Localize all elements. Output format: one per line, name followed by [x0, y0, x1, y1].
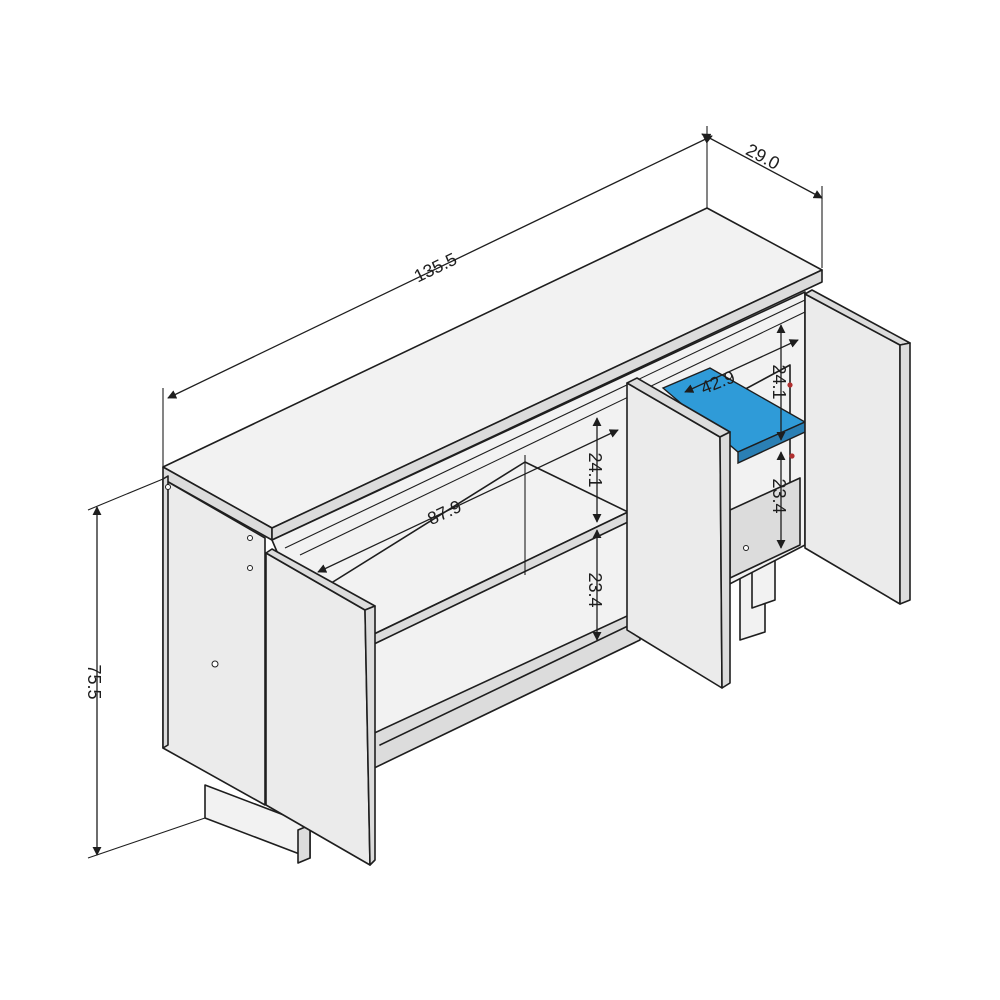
shelf-pin	[789, 453, 795, 459]
hinge-hole	[211, 660, 219, 668]
left-compartment-dimensions: 87.9 24.1 23.4	[317, 417, 619, 641]
right-lower-height-label: 23.4	[769, 478, 789, 513]
hinge-hole	[247, 565, 253, 571]
width-label: 135.5	[411, 249, 460, 287]
left-door	[265, 548, 376, 866]
center-door	[626, 377, 731, 689]
hinge-hole	[247, 535, 253, 541]
left-lower-height-label: 23.4	[585, 572, 605, 607]
depth-label: 29.0	[743, 140, 783, 174]
height-label: 75.5	[84, 664, 104, 699]
right-compartment-dimensions: 42.9 24.1 23.4	[684, 324, 799, 549]
hinge-hole	[165, 484, 171, 490]
right-door	[804, 289, 911, 605]
height-dimension: 75.5	[84, 478, 206, 859]
left-upper-height-label: 24.1	[585, 452, 605, 487]
left-side-panel	[162, 475, 266, 806]
shelf-pin-hole	[743, 545, 749, 551]
right-upper-height-label: 24.1	[769, 364, 789, 399]
cabinet-legs	[204, 550, 776, 864]
